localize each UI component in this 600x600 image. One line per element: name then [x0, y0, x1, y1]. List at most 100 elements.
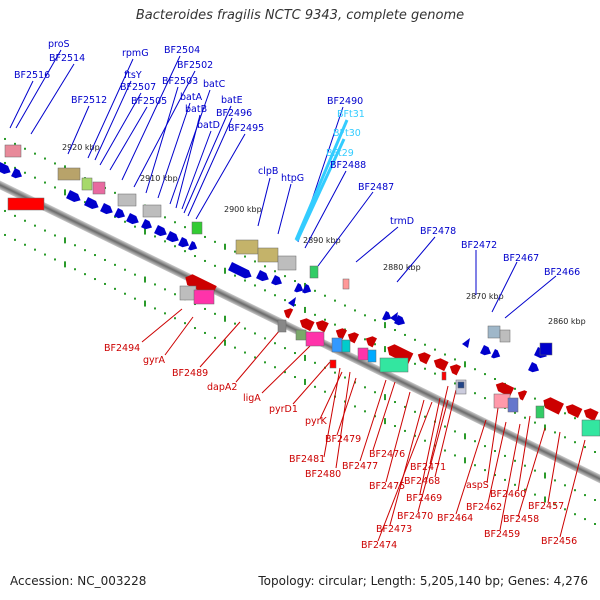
- kbp-scale: 2920 kbp 2910 kbp 2900 kbp 2890 kbp 2880…: [62, 143, 586, 326]
- tick-mark: [214, 240, 216, 243]
- tick-mark: [474, 440, 476, 443]
- feature-box: [379, 357, 409, 373]
- gene-label: batB: [185, 104, 207, 115]
- tick-mark: [314, 385, 316, 388]
- tick-mark: [324, 294, 326, 297]
- gene-label: BF2457: [528, 501, 564, 512]
- tick-mark: [594, 498, 596, 501]
- gene-label: BF2479: [325, 434, 361, 445]
- tick-mark: [64, 189, 66, 196]
- feature-box: [193, 289, 215, 305]
- gene-label: BF2473: [376, 524, 412, 535]
- tick-mark: [4, 161, 6, 164]
- tick-mark: [74, 268, 76, 271]
- gene-label: BF2470: [397, 511, 433, 522]
- gene-label: ftsY: [124, 70, 142, 81]
- gene-arrow: [294, 283, 304, 293]
- gene-arrow: [390, 312, 398, 322]
- tick-mark: [34, 152, 36, 155]
- tick-mark: [254, 284, 256, 287]
- tick-mark: [114, 191, 116, 194]
- gene-label: BF2502: [177, 60, 213, 71]
- tick-mark: [264, 265, 266, 268]
- tick-mark: [344, 376, 346, 379]
- gene-label: BF2464: [437, 513, 473, 524]
- page-title: Bacteroides fragilis NCTC 9343, complete…: [135, 8, 465, 23]
- tick-mark: [464, 457, 466, 464]
- tick-mark: [414, 362, 416, 365]
- gene-label: BF2459: [484, 529, 520, 540]
- feature-box: [92, 181, 106, 195]
- tick-mark: [354, 405, 356, 408]
- tick-mark: [354, 309, 356, 312]
- gene-label: batC: [203, 79, 226, 90]
- tick-mark: [414, 410, 416, 413]
- tick-mark: [274, 270, 276, 273]
- gene-label: BF2480: [305, 469, 341, 480]
- tick-mark: [254, 356, 256, 359]
- tick-mark: [474, 368, 476, 371]
- accession-text: Accession: NC_003228: [10, 574, 147, 588]
- tick-mark: [154, 283, 156, 286]
- kbp-label: 2860 kbp: [548, 317, 586, 326]
- gene-label: gyrA: [143, 355, 166, 366]
- tick-mark: [34, 224, 36, 227]
- tick-mark: [314, 313, 316, 316]
- tick-mark: [194, 255, 196, 258]
- tick-mark: [574, 513, 576, 516]
- gene-arrow: [335, 328, 347, 340]
- feature-box: [7, 197, 45, 211]
- tick-mark: [34, 248, 36, 251]
- feature-box: [329, 359, 337, 369]
- tick-mark: [434, 372, 436, 375]
- tick-mark: [164, 312, 166, 315]
- gene-arrow: [271, 275, 283, 286]
- gene-arrow: [480, 345, 492, 356]
- gene-label: BFt31: [337, 109, 365, 120]
- tick-mark: [384, 346, 386, 353]
- kbp-label: 2920 kbp: [62, 143, 100, 152]
- tick-mark: [594, 450, 596, 453]
- tick-mark: [454, 382, 456, 385]
- tick-mark: [144, 300, 146, 307]
- tick-mark: [204, 307, 206, 310]
- tick-mark: [4, 233, 6, 236]
- gene-arrow: [495, 382, 515, 397]
- tick-mark: [424, 343, 426, 346]
- tick-mark: [144, 276, 146, 283]
- tick-mark: [294, 280, 296, 283]
- gene-label: batD: [197, 120, 220, 131]
- kbp-label: 2880 kbp: [383, 263, 421, 272]
- tick-mark: [304, 354, 306, 361]
- gene-arrow: [302, 284, 312, 294]
- tick-mark: [394, 425, 396, 428]
- feature-box: [441, 371, 447, 381]
- gene-arrow: [114, 208, 126, 219]
- tick-mark: [534, 397, 536, 400]
- gene-label: batE: [221, 95, 243, 106]
- feature-box: [507, 397, 519, 413]
- gene-label: BF2481: [289, 454, 325, 465]
- feature-box: [295, 329, 307, 341]
- gene-arrow: [315, 320, 329, 333]
- reverse-features: [7, 197, 600, 437]
- gene-arrow: [283, 308, 294, 319]
- tick-mark: [204, 259, 206, 262]
- feature-box: [235, 239, 259, 255]
- tick-mark: [344, 400, 346, 403]
- feature-box: [257, 247, 279, 263]
- tick-mark: [314, 289, 316, 292]
- tick-mark: [334, 323, 336, 326]
- gene-arrow: [517, 390, 528, 401]
- tick-mark: [524, 464, 526, 467]
- tick-mark: [324, 390, 326, 393]
- tick-mark: [244, 255, 246, 258]
- tick-mark: [434, 444, 436, 447]
- reverse-gene-labels: BF2494 gyrA BF2489 dapA2 ligA pyrD1 pyrK…: [104, 343, 577, 551]
- tick-mark: [494, 474, 496, 477]
- kbp-label: 2910 kbp: [140, 174, 178, 183]
- gene-arrow: [417, 352, 431, 365]
- gene-arrow: [0, 162, 11, 175]
- feature-box: [191, 221, 203, 235]
- tick-mark: [114, 263, 116, 266]
